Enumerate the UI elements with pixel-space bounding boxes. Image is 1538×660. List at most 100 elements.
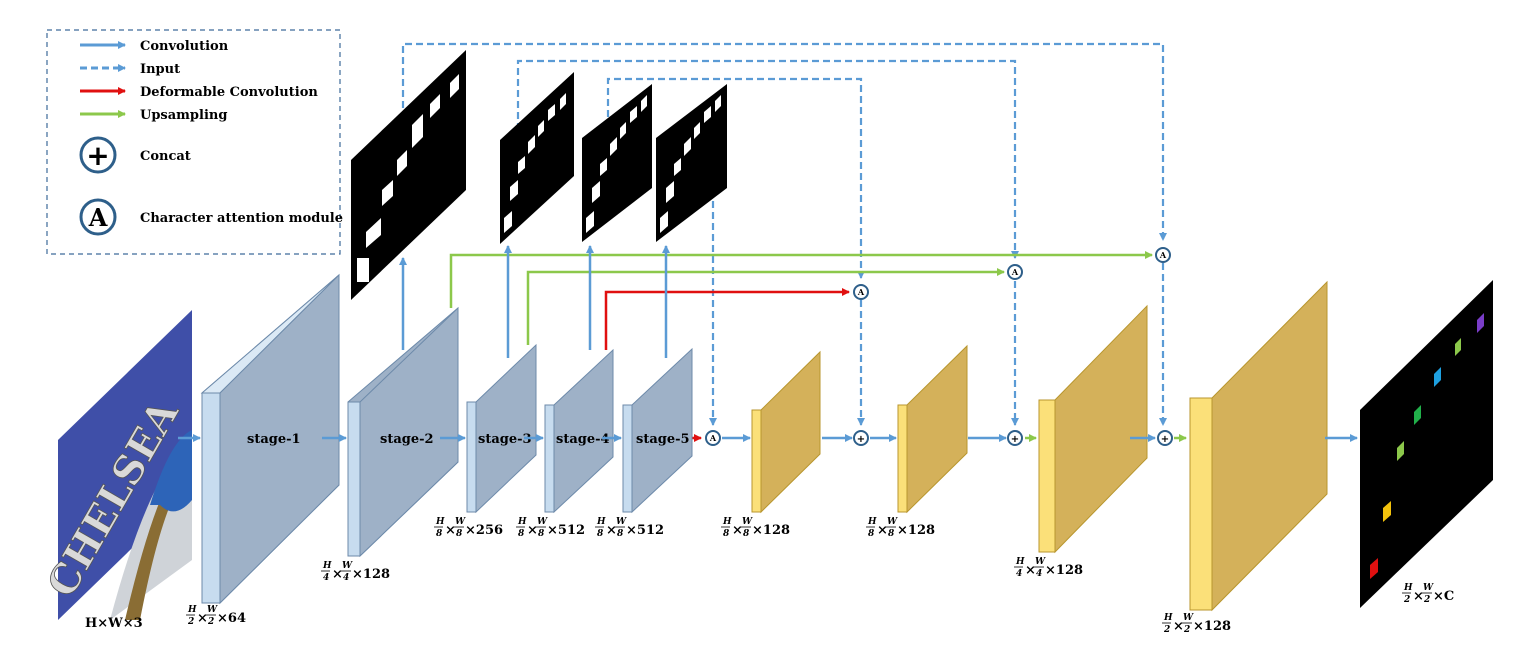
dim-s5: H 8 × W 8 ×512 [595,517,664,539]
attention-node-2 [853,284,869,300]
concat-node-2 [1007,430,1023,446]
input-image-crest-lion [150,430,192,512]
attention-icon-symbol: A [88,203,108,232]
legend: Convolution Input Deformable Convolution… [46,29,343,255]
output-char-1 [1370,558,1378,579]
concat-node-1 [853,430,869,446]
mask-4 [656,84,727,242]
svg-text:W: W [537,517,548,527]
mask-arrows [399,245,670,358]
input-line-2 [516,59,1019,259]
dim-s3: H 8 × W 8 ×256 [434,517,503,539]
svg-text:W: W [455,517,466,527]
svg-text:H: H [187,605,197,615]
input-image-bg [58,310,192,620]
dim-d4: H 2 × W 2 ×128 [1162,613,1231,635]
output-char-3 [1397,441,1404,461]
dim-d1: H 8 × W 8 ×128 [721,517,790,539]
svg-text:H: H [322,561,332,571]
decoder-block-2 [897,344,968,514]
upsample-line-1 [449,251,1153,308]
svg-text:H: H [517,517,527,527]
svg-text:2: 2 [1163,625,1170,635]
stage-4-label: stage-4 [556,432,610,447]
svg-text:2: 2 [207,617,214,627]
dim-input: H×W×3 [85,616,143,631]
svg-text:W: W [1423,583,1434,593]
svg-text:4: 4 [343,573,349,583]
svg-text:8: 8 [888,529,895,539]
attention-node-1 [705,430,721,446]
svg-text:×512: ×512 [547,523,585,538]
svg-text:×: × [606,523,617,538]
output-map [1360,280,1493,608]
concat-node-2-symbol: + [1011,434,1019,445]
svg-text:2: 2 [187,617,194,627]
concat-node-1-symbol: + [857,434,865,445]
svg-text:H: H [722,517,732,527]
svg-text:H: H [435,517,445,527]
stage-2-label: stage-2 [380,432,434,447]
svg-text:×: × [527,523,538,538]
svg-text:×: × [877,523,888,538]
svg-text:8: 8 [723,529,730,539]
svg-text:4: 4 [1036,569,1042,579]
attention-node-3 [1007,264,1023,280]
legend-concat-label: Concat [140,149,191,164]
decoder-block-4 [1189,280,1328,612]
svg-text:×: × [332,567,343,582]
legend-attention-label: Character attention module [140,211,343,226]
svg-text:4: 4 [1016,569,1022,579]
svg-text:2: 2 [1183,625,1190,635]
svg-text:4: 4 [323,573,329,583]
decoder-block-3 [1038,304,1148,554]
output-char-2 [1383,501,1391,522]
svg-text:2: 2 [1423,595,1430,605]
svg-text:×128: ×128 [897,523,935,538]
stage-4-block [544,348,614,514]
svg-text:8: 8 [597,529,604,539]
legend-conv-label: Convolution [140,39,229,54]
upsample-line-2 [526,268,1005,345]
stage-5-block [622,347,693,514]
svg-text:W: W [887,517,898,527]
svg-text:8: 8 [538,529,545,539]
mask-1 [351,50,466,300]
svg-text:W: W [207,605,218,615]
svg-text:W: W [616,517,627,527]
input-lines [401,42,1167,426]
svg-text:H: H [596,517,606,527]
stage-1-block [200,273,340,605]
attention-node-1-symbol: A [709,433,717,443]
legend-upsampling-label: Upsampling [140,108,227,123]
svg-text:×128: ×128 [752,523,790,538]
operator-circles: A A A A + + + [705,247,1173,446]
svg-text:×: × [445,523,456,538]
stage-2-block [347,306,459,558]
svg-text:H: H [1015,557,1025,567]
deformable-line-1 [604,288,850,350]
svg-text:8: 8 [436,529,443,539]
legend-input-label: Input [140,62,180,77]
svg-text:W: W [342,561,353,571]
dim-s2: H 4 × W 4 ×128 [321,561,390,583]
attention-node-3-symbol: A [1011,267,1019,277]
svg-text:W: W [1035,557,1046,567]
svg-text:×128: ×128 [352,567,390,582]
svg-text:H: H [1403,583,1413,593]
svg-text:×128: ×128 [1045,563,1083,578]
input-line-3 [606,77,865,279]
svg-text:×: × [1025,563,1036,578]
svg-text:×C: ×C [1433,589,1454,604]
output-char-7 [1477,313,1484,333]
output-char-5 [1434,367,1441,387]
mask-3 [582,84,652,242]
attention-node-4 [1155,247,1171,263]
attention-node-4-symbol: A [1159,250,1167,260]
svg-text:×128: ×128 [1193,619,1231,634]
upsampling-lines [449,251,1187,442]
dim-s4: H 8 × W 8 ×512 [516,517,585,539]
svg-text:8: 8 [456,529,463,539]
svg-text:8: 8 [617,529,624,539]
